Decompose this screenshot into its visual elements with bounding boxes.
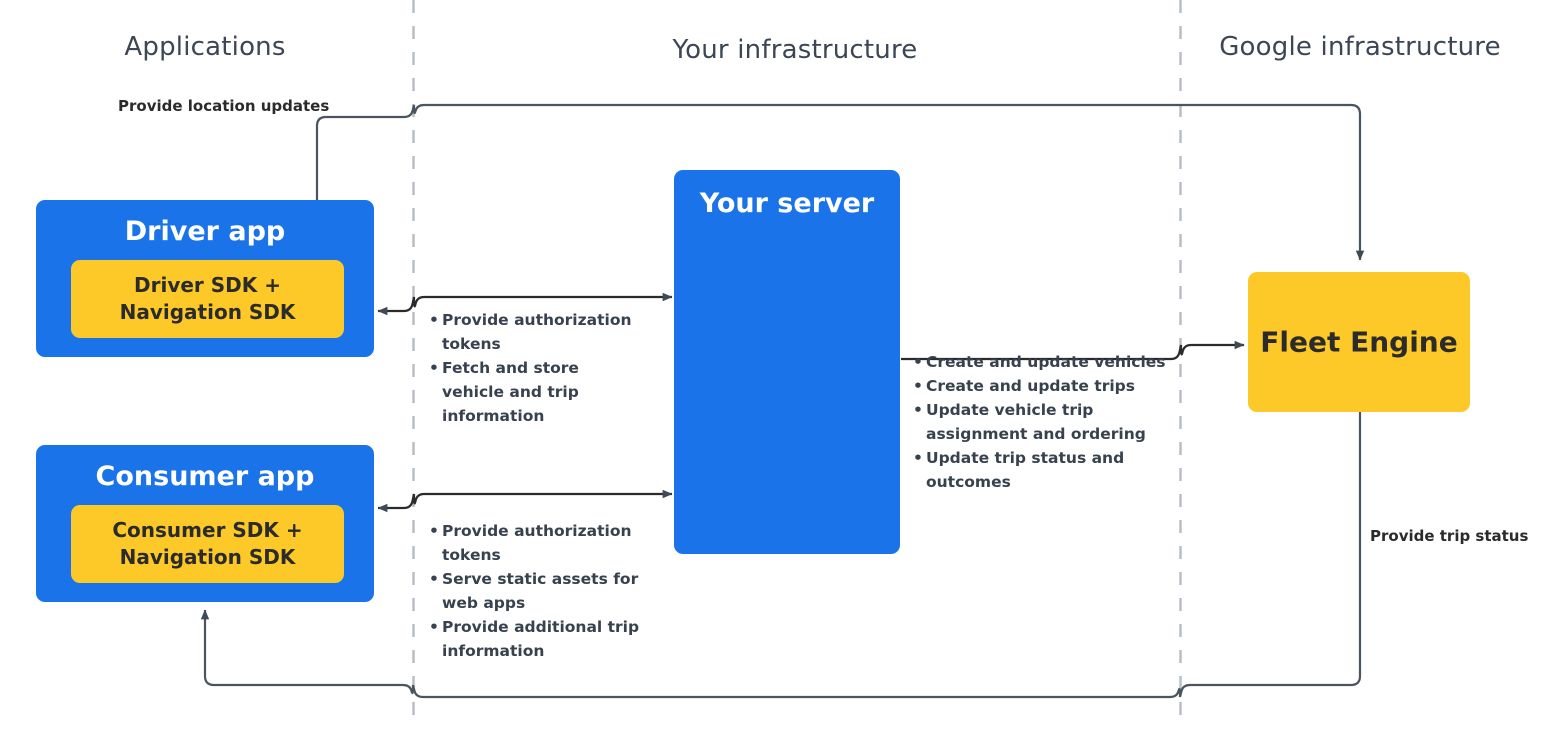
node-driver-sdk-label: Driver SDK + Navigation SDK [119,273,296,324]
column-header-google-infrastructure: Google infrastructure [1200,32,1520,62]
column-header-your-infrastructure: Your infrastructure [645,35,945,65]
edge-driver-server [377,292,673,316]
label-provide-trip-status: Provide trip status [1370,527,1529,545]
bullet-item: Provide authorization tokens [429,519,644,567]
bullets-consumer-to-server: Provide authorization tokensServe static… [429,519,644,663]
node-consumer-sdk[interactable]: Consumer SDK + Navigation SDK [71,505,344,583]
bullet-item: Update trip status and outcomes [913,446,1173,494]
node-fleet-engine-title: Fleet Engine [1260,325,1458,359]
bullet-item: Provide authorization tokens [429,308,644,356]
edge-consumer-server [377,489,673,513]
node-your-server-title: Your server [699,188,875,219]
bullet-item: Fetch and store vehicle and trip informa… [429,356,644,428]
node-consumer-app-title: Consumer app [95,461,315,492]
bullet-item: Create and update vehicles [913,350,1173,374]
edge-fleet-engine-to-consumer [200,412,1362,699]
node-consumer-sdk-label: Consumer SDK + Navigation SDK [112,518,303,569]
node-your-server[interactable]: Your server [674,170,900,554]
edge-driver-to-fleet-engine [315,103,1365,298]
bullet-item: Update vehicle trip assignment and order… [913,398,1173,446]
node-driver-app-title: Driver app [124,216,286,247]
bullets-driver-to-server: Provide authorization tokensFetch and st… [429,308,644,428]
node-fleet-engine[interactable]: Fleet Engine [1248,272,1470,412]
column-header-your-infrastructure-label: Your infrastructure [672,35,918,65]
column-header-google-infrastructure-label: Google infrastructure [1219,32,1501,62]
node-driver-sdk[interactable]: Driver SDK + Navigation SDK [71,260,344,338]
node-driver-app[interactable]: Driver app Driver SDK + Navigation SDK [36,200,374,357]
edge-server-fleet-engine [901,340,1245,361]
label-provide-location-updates: Provide location updates [118,97,330,115]
bullets-server-to-fleet-engine: Create and update vehiclesCreate and upd… [913,350,1173,494]
bullet-item: Create and update trips [913,374,1173,398]
column-header-applications: Applications [60,32,350,62]
bullet-item: Serve static assets for web apps [429,567,644,615]
column-header-applications-label: Applications [124,32,286,62]
node-consumer-app[interactable]: Consumer app Consumer SDK + Navigation S… [36,445,374,602]
bullet-item: Provide additional trip information [429,615,644,663]
